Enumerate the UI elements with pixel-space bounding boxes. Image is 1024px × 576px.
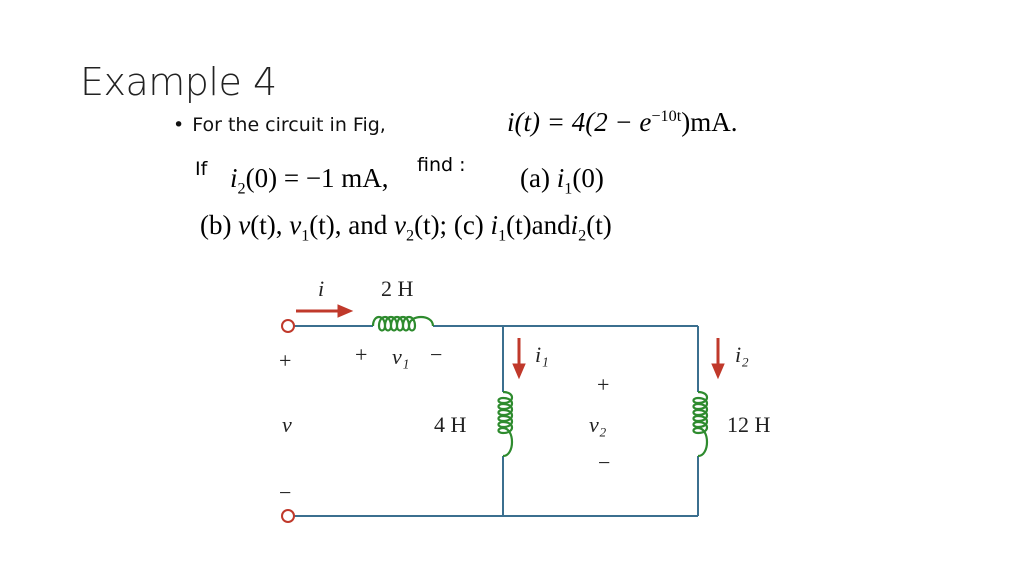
part-a-label: (a) <box>520 163 557 193</box>
current-equation-lhs: i(t) = 4(2 − e <box>507 107 652 137</box>
part-b-v: v <box>238 210 251 240</box>
inductor-2h <box>371 315 435 332</box>
inductor-4h <box>497 390 514 458</box>
part-b-label: (b) <box>200 210 239 240</box>
part-b-v2: v <box>394 210 406 240</box>
part-c-label: (c) <box>453 210 491 240</box>
source-current-arrowhead <box>337 304 354 318</box>
inductor-2h-label: 2 H <box>381 276 414 301</box>
part-a-symbol: i <box>556 163 565 193</box>
inductor-4h-label: 4 H <box>434 412 467 437</box>
part-c-i2-arg: (t) <box>586 210 612 240</box>
terminal-plus: + <box>279 348 291 373</box>
current-equation-rhs: )mA. <box>681 107 738 137</box>
terminal-bottom <box>281 509 295 523</box>
part-c-i1-sub: 1 <box>498 226 507 245</box>
slide-title: Example 4 <box>80 60 277 104</box>
source-current-label: i <box>318 276 324 301</box>
initial-i2-symbol: i <box>230 163 238 193</box>
part-c-i2-sub: 2 <box>578 226 587 245</box>
bullet-dot: • <box>173 114 185 136</box>
v1-minus: − <box>430 342 442 367</box>
initial-i2-rest: (0) = −1 mA, <box>245 163 389 193</box>
bullet-text: • For the circuit in Fig, <box>173 114 386 136</box>
initial-i2-sub: 2 <box>237 179 246 198</box>
terminal-v: v <box>282 412 292 437</box>
part-c-i1-arg: (t) <box>506 210 532 240</box>
find-label: find : <box>417 154 466 176</box>
v1-label: v₁ <box>392 344 409 369</box>
v2-label: v₂ <box>589 412 607 437</box>
i2-arrowhead <box>711 363 725 380</box>
current-equation-exponent: −10t <box>651 107 682 125</box>
part-b-v-arg: (t), <box>250 210 290 240</box>
circuit-wires <box>294 325 699 517</box>
part-c-i2: i <box>570 210 579 240</box>
inductor-12h-label: 12 H <box>727 412 771 437</box>
part-b-v1-arg: (t), and <box>309 210 394 240</box>
v2-plus: + <box>597 372 609 397</box>
v2-minus: − <box>598 450 610 475</box>
v1-plus: + <box>355 342 367 367</box>
current-equation: i(t) = 4(2 − e−10t)mA. <box>507 107 737 138</box>
part-a: (a) i1(0) <box>520 163 604 198</box>
i1-arrowhead <box>512 363 526 380</box>
part-b-v1-sub: 1 <box>301 226 310 245</box>
inductor-12h <box>692 390 709 458</box>
parts-b-c: (b) v(t), v1(t), and v2(t); (c) i1(t)and… <box>200 210 612 245</box>
part-a-sub: 1 <box>564 179 573 198</box>
part-a-rest: (0) <box>572 163 604 193</box>
part-b-v2-arg: (t); <box>414 210 454 240</box>
bullet-label: For the circuit in Fig, <box>192 114 386 136</box>
part-c-and: and <box>531 210 571 240</box>
part-c-i1: i <box>490 210 499 240</box>
part-b-v2-sub: 2 <box>405 226 415 245</box>
terminal-minus: − <box>279 480 291 505</box>
part-b-v1: v <box>289 210 302 240</box>
i2-label: i₂ <box>735 342 749 367</box>
initial-condition-equation: i2(0) = −1 mA, <box>230 163 389 198</box>
i1-label: i₁ <box>535 342 549 367</box>
terminal-top <box>281 319 295 333</box>
if-label: If <box>195 158 208 180</box>
